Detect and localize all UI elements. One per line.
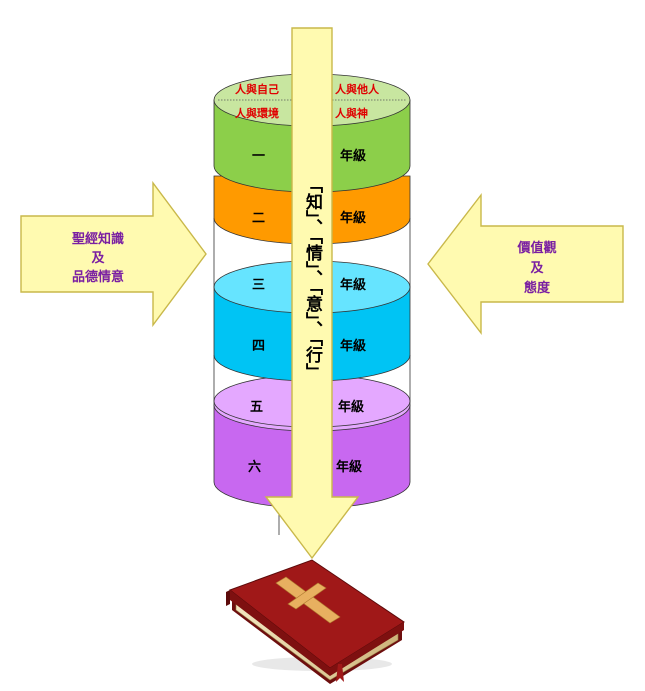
grade-1-suffix: 年級	[340, 148, 366, 164]
left-arrow-line3: 品德情意	[72, 269, 124, 285]
label-god: 人與神	[335, 106, 368, 120]
grade-1-number: 一	[252, 149, 265, 164]
label-self: 人與自己	[235, 82, 279, 96]
right-arrow-line1: 價值觀	[516, 240, 556, 256]
grade-labels: 一 年級 二 年級 三 年級 四 年級 五 年級 六 年級	[248, 148, 366, 475]
grade-4-number: 四	[252, 339, 265, 354]
grade-3-suffix: 年級	[340, 277, 366, 293]
grade-6-number: 六	[248, 459, 261, 475]
vertical-arrow-text: 「知」、「情」、「意」、「行」	[302, 176, 324, 380]
left-arrow-line2: 及	[91, 251, 105, 266]
label-environment: 人與環境	[235, 106, 279, 120]
grade-5-number: 五	[250, 400, 263, 415]
grade-4-suffix: 年級	[340, 338, 366, 354]
label-others: 人與他人	[335, 82, 380, 96]
grade-2-number: 二	[252, 211, 265, 226]
left-arrow: 聖經知識 及 品德情意	[20, 180, 207, 328]
vertical-arrow-shape	[264, 27, 360, 560]
right-arrow-line3: 態度	[524, 280, 551, 296]
grade-2-suffix: 年級	[340, 210, 366, 226]
grade-3-number: 三	[252, 278, 265, 293]
right-arrow-line2: 及	[530, 261, 544, 276]
grade-5-suffix: 年級	[338, 399, 364, 415]
right-arrow: 價值觀 及 態度	[427, 192, 624, 336]
bookmark-ribbon	[336, 664, 344, 682]
vertical-arrow: 「知」、「情」、「意」、「行」	[264, 27, 360, 560]
left-arrow-line1: 聖經知識	[72, 231, 124, 247]
left-arrow-shape	[20, 180, 207, 328]
grade-6-suffix: 年級	[336, 459, 362, 475]
cross-icon	[275, 576, 341, 624]
right-arrow-shape	[427, 192, 624, 336]
bible-icon	[226, 559, 405, 684]
